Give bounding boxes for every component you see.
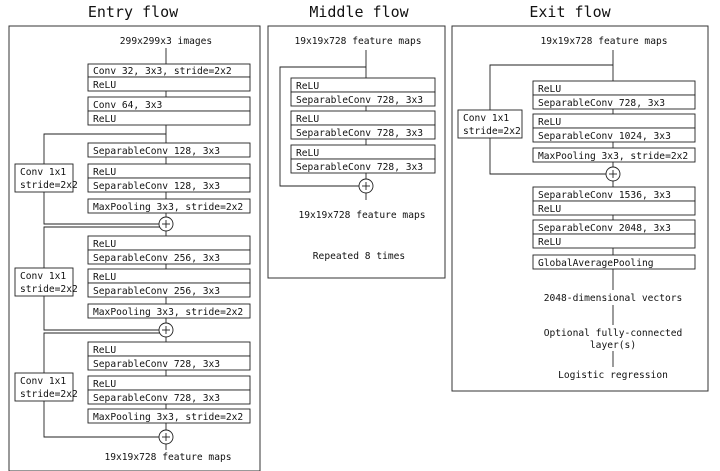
exit-flow-title: Exit flow [529, 3, 611, 21]
entry-skip-conv-3 [14, 372, 74, 402]
entry-relu-label: ReLU [93, 80, 116, 91]
exit-relu-label: ReLU [538, 204, 561, 215]
entry-skip-conv-1 [14, 163, 74, 193]
entry-maxpool-layer [87, 198, 251, 214]
middle-flow-panel [267, 25, 446, 279]
entry-sepconv728-label: SeparableConv 728, 3x3 [93, 359, 220, 370]
entry-relu-layer [87, 110, 251, 126]
entry-relu-label: ReLU [93, 114, 116, 125]
exit-sepconv2048-label: SeparableConv 2048, 3x3 [538, 223, 671, 234]
entry-relu-label: ReLU [93, 239, 116, 250]
middle-sepconv728-layer [290, 124, 436, 140]
exit-skip-conv-label: stride=2x2 [463, 126, 521, 137]
exit-maxpool-label: MaxPooling 3x3, stride=2x2 [538, 151, 688, 162]
exit-sepconv1024-layer [532, 127, 696, 143]
exit-add-node [605, 166, 621, 182]
middle-sepconv728-label: SeparableConv 728, 3x3 [296, 128, 423, 139]
middle-relu-label: ReLU [296, 148, 319, 159]
entry-sepconv728-label: SeparableConv 728, 3x3 [93, 393, 220, 404]
entry-sepconv256-layer [87, 282, 251, 298]
entry-skip-conv-1-label: Conv 1x1 [20, 167, 66, 178]
middle-add-node [358, 178, 374, 194]
entry-flow: 299x299x3 images Conv 32, 3x3, stride=2x… [14, 36, 251, 463]
entry-relu-label: ReLU [93, 272, 116, 283]
entry-add-node-2 [158, 322, 174, 338]
middle-output-label: 19x19x728 feature maps [298, 210, 425, 221]
middle-sepconv728-label: SeparableConv 728, 3x3 [296, 95, 423, 106]
exit-vectors-bg [540, 291, 686, 304]
entry-maxpool-label: MaxPooling 3x3, stride=2x2 [93, 412, 243, 423]
entry-output-label: 19x19x728 feature maps [104, 452, 231, 463]
entry-sepconv256-layer [87, 249, 251, 265]
exit-fc-bg [540, 326, 686, 350]
exit-relu-label: ReLU [538, 117, 561, 128]
exit-gap-layer [532, 254, 696, 270]
entry-maxpool-label: MaxPooling 3x3, stride=2x2 [93, 307, 243, 318]
exit-gap-label: GlobalAveragePooling [538, 258, 654, 269]
entry-conv32-label: Conv 32, 3x3, stride=2x2 [93, 66, 232, 77]
exit-flow: 19x19x728 feature maps ReLU SeparableCon… [457, 36, 696, 381]
middle-repeat-label: Repeated 8 times [313, 251, 405, 262]
entry-maxpool-label: MaxPooling 3x3, stride=2x2 [93, 202, 243, 213]
middle-flow: 19x19x728 feature maps ReLU SeparableCon… [279, 36, 436, 262]
entry-sepconv128-layer [87, 177, 251, 193]
entry-sepconv728-layer [87, 355, 251, 371]
exit-relu-layer [532, 200, 696, 216]
middle-relu-label: ReLU [296, 81, 319, 92]
entry-relu-label: ReLU [93, 167, 116, 178]
entry-sepconv256-label: SeparableConv 256, 3x3 [93, 253, 220, 264]
entry-skip-conv-2-label: stride=2x2 [20, 284, 78, 295]
entry-input-label: 299x299x3 images [120, 36, 212, 47]
exit-flow-panel [451, 25, 709, 392]
exit-sepconv1024-label: SeparableConv 1024, 3x3 [538, 131, 671, 142]
entry-relu-layer [87, 76, 251, 92]
middle-sepconv728-label: SeparableConv 728, 3x3 [296, 162, 423, 173]
exit-sepconv728-layer [532, 94, 696, 110]
entry-sepconv128-layer [87, 142, 251, 158]
exit-skip-conv [457, 109, 523, 139]
exit-vectors-label: 2048-dimensional vectors [544, 293, 683, 304]
exit-skip-conv-label: Conv 1x1 [463, 113, 509, 124]
entry-relu-label: ReLU [93, 379, 116, 390]
exit-relu-label: ReLU [538, 84, 561, 95]
exit-sepconv1536-label: SeparableConv 1536, 3x3 [538, 190, 671, 201]
middle-sepconv728-layer [290, 91, 436, 107]
middle-input-label: 19x19x728 feature maps [294, 36, 421, 47]
entry-sepconv128-label: SeparableConv 128, 3x3 [93, 146, 220, 157]
exit-sepconv728-label: SeparableConv 728, 3x3 [538, 98, 665, 109]
entry-flow-title: Entry flow [88, 3, 179, 21]
middle-relu-label: ReLU [296, 114, 319, 125]
entry-sepconv128-label: SeparableConv 128, 3x3 [93, 181, 220, 192]
entry-add-node-3 [158, 429, 174, 445]
exit-maxpool-layer [532, 147, 696, 163]
entry-skip-conv-3-label: stride=2x2 [20, 389, 78, 400]
entry-skip-conv-2 [14, 267, 74, 297]
entry-sepconv728-layer [87, 389, 251, 405]
exit-logistic-label: Logistic regression [558, 370, 668, 381]
entry-relu-label: ReLU [93, 345, 116, 356]
entry-flow-panel [8, 25, 261, 471]
middle-skip-connection [279, 66, 366, 187]
entry-conv64-label: Conv 64, 3x3 [93, 100, 163, 111]
entry-add-node-1 [158, 216, 174, 232]
middle-flow-title: Middle flow [309, 3, 409, 21]
exit-relu-label: ReLU [538, 237, 561, 248]
entry-maxpool-layer [87, 303, 251, 319]
middle-sepconv728-layer [290, 158, 436, 174]
entry-skip-conv-1-label: stride=2x2 [20, 180, 78, 191]
entry-sepconv256-label: SeparableConv 256, 3x3 [93, 286, 220, 297]
entry-skip-conv-2-label: Conv 1x1 [20, 271, 66, 282]
exit-relu-layer [532, 233, 696, 249]
exit-fc-label: layer(s) [590, 340, 636, 351]
exit-input-label: 19x19x728 feature maps [540, 36, 667, 47]
exit-fc-label: Optional fully-connected [544, 328, 683, 339]
entry-skip-conv-3-label: Conv 1x1 [20, 376, 66, 387]
entry-maxpool-layer [87, 408, 251, 424]
